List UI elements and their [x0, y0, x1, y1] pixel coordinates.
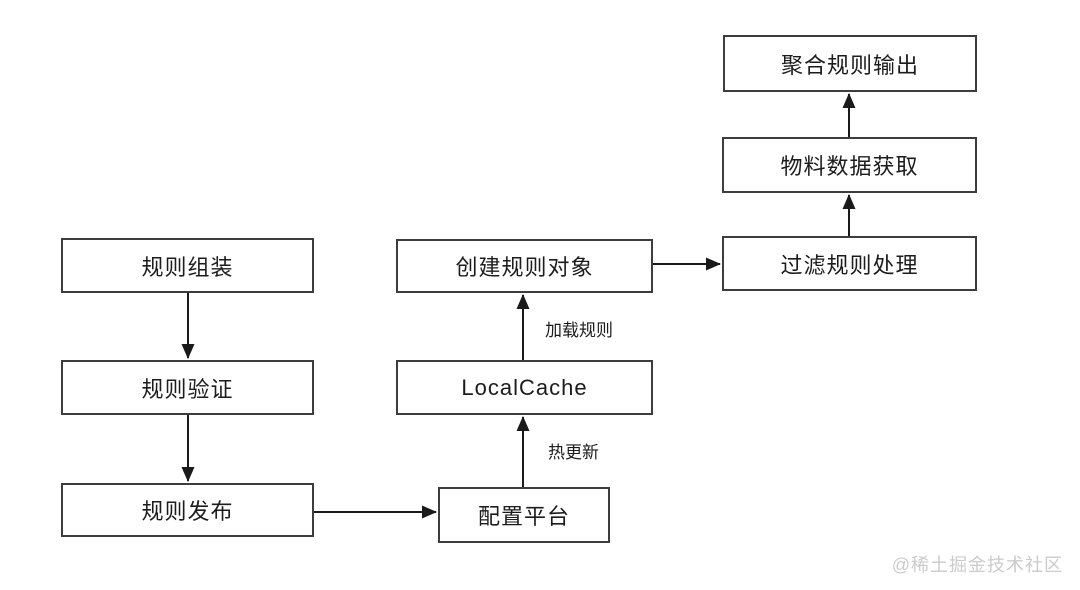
edge-label-hot-update: 热更新: [548, 443, 599, 462]
node-aggregate-rule-output-label: 聚合规则输出: [780, 52, 919, 78]
node-rule-assembly-label: 规则组装: [141, 254, 234, 280]
watermark: @稀土掘金技术社区: [891, 555, 1063, 575]
node-filter-rule-processing-label: 过滤规则处理: [780, 252, 919, 278]
node-local-cache-label: LocalCache: [461, 374, 588, 400]
node-material-data-fetch-label: 物料数据获取: [780, 154, 919, 179]
node-local-cache: LocalCache: [396, 360, 653, 415]
node-create-rule-object-label: 创建规则对象: [455, 255, 594, 280]
edge-label-load-rules: 加载规则: [545, 321, 613, 340]
node-rule-validation: 规则验证: [61, 360, 314, 415]
node-config-platform-label: 配置平台: [477, 504, 570, 529]
node-rule-publish: 规则发布: [61, 483, 314, 537]
node-config-platform: 配置平台: [438, 487, 610, 543]
node-rule-assembly: 规则组装: [61, 238, 314, 293]
node-rule-validation-label: 规则验证: [141, 376, 234, 402]
node-material-data-fetch: 物料数据获取: [722, 137, 977, 193]
node-aggregate-rule-output: 聚合规则输出: [723, 35, 977, 92]
node-create-rule-object: 创建规则对象: [396, 239, 653, 293]
node-filter-rule-processing: 过滤规则处理: [722, 236, 977, 291]
node-rule-publish-label: 规则发布: [141, 499, 234, 524]
